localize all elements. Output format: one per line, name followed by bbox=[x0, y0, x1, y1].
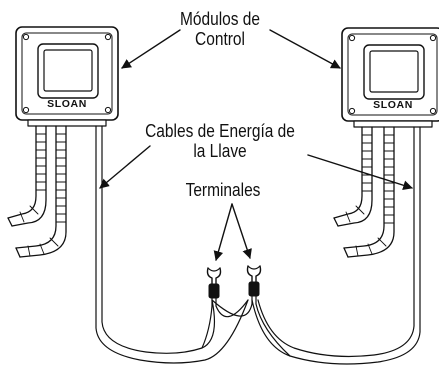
right-flex-cables bbox=[333, 126, 395, 258]
left-module-brand: SLOAN bbox=[47, 98, 87, 110]
left-flex-cables bbox=[7, 125, 67, 258]
left-terminal bbox=[206, 267, 222, 307]
left-power-cable bbox=[95, 125, 249, 364]
terminals-label-text: Terminales bbox=[185, 180, 261, 200]
power-cables-label: Cables de Energía de la Llave bbox=[113, 121, 326, 161]
power-cables-label-line2: la Llave bbox=[193, 141, 247, 161]
right-power-cable bbox=[251, 126, 421, 365]
right-control-module: SLOAN bbox=[251, 27, 439, 365]
arrow-to-right-cable bbox=[307, 154, 413, 191]
right-terminal bbox=[246, 265, 262, 305]
left-control-module: SLOAN bbox=[7, 26, 249, 364]
arrow-to-left-terminal bbox=[213, 203, 233, 261]
control-modules-label-line1: Módulos de bbox=[179, 9, 261, 29]
arrow-to-right-module bbox=[269, 29, 341, 69]
power-cables-label-line1: Cables de Energía de bbox=[145, 121, 295, 141]
arrow-to-left-module bbox=[121, 29, 181, 69]
control-modules-label: Módulos de Control bbox=[160, 9, 280, 49]
arrow-to-left-cable bbox=[99, 145, 151, 189]
right-module-brand: SLOAN bbox=[373, 99, 413, 111]
arrow-to-right-terminal bbox=[231, 203, 252, 259]
terminal-lead-wires bbox=[201, 299, 291, 357]
terminals-label: Terminales bbox=[176, 180, 271, 200]
control-modules-label-line2: Control bbox=[195, 29, 245, 49]
callout-arrows bbox=[99, 29, 413, 261]
